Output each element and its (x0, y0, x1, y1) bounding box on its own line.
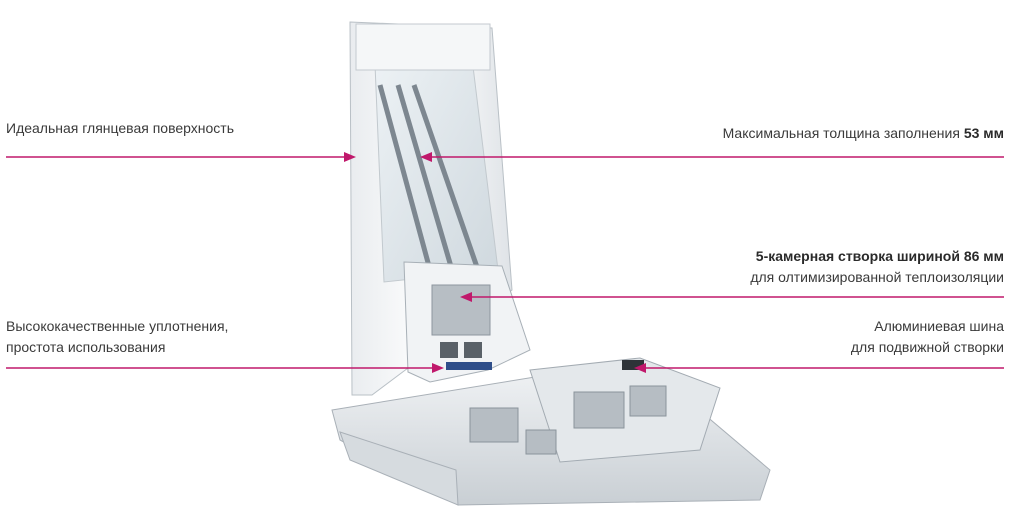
label-seals: Высококачественные уплотнения, простота … (6, 316, 228, 358)
label-sash-bold: 5-камерная створка шириной 86 мм (755, 248, 1004, 264)
glazing-section (349, 21, 513, 396)
label-max-fill-text: Максимальная толщина заполнения (722, 125, 964, 141)
label-rail-line2: для подвижной створки (850, 339, 1004, 355)
label-rail-line1: Алюминиевая шина (874, 318, 1004, 334)
label-glossy-surface-text: Идеальная глянцевая поверхность (6, 120, 235, 136)
label-glossy-surface: Идеальная глянцевая поверхность (6, 118, 234, 139)
label-seals-line1: Высококачественные уплотнения, (6, 318, 229, 334)
label-sash: 5-камерная створка шириной 86 мм для олт… (750, 246, 1004, 288)
label-sash-text: для олтимизированной теплоизоляции (750, 269, 1004, 285)
label-max-fill-value: 53 мм (963, 125, 1004, 141)
label-rail: Алюминиевая шина для подвижной створки (851, 316, 1004, 358)
base-frame (331, 357, 771, 506)
sash-profile (403, 261, 531, 383)
label-seals-line2: простота использования (6, 339, 166, 355)
annotation-lines (6, 152, 1004, 373)
label-max-fill: Максимальная толщина заполнения 53 мм (723, 123, 1004, 144)
